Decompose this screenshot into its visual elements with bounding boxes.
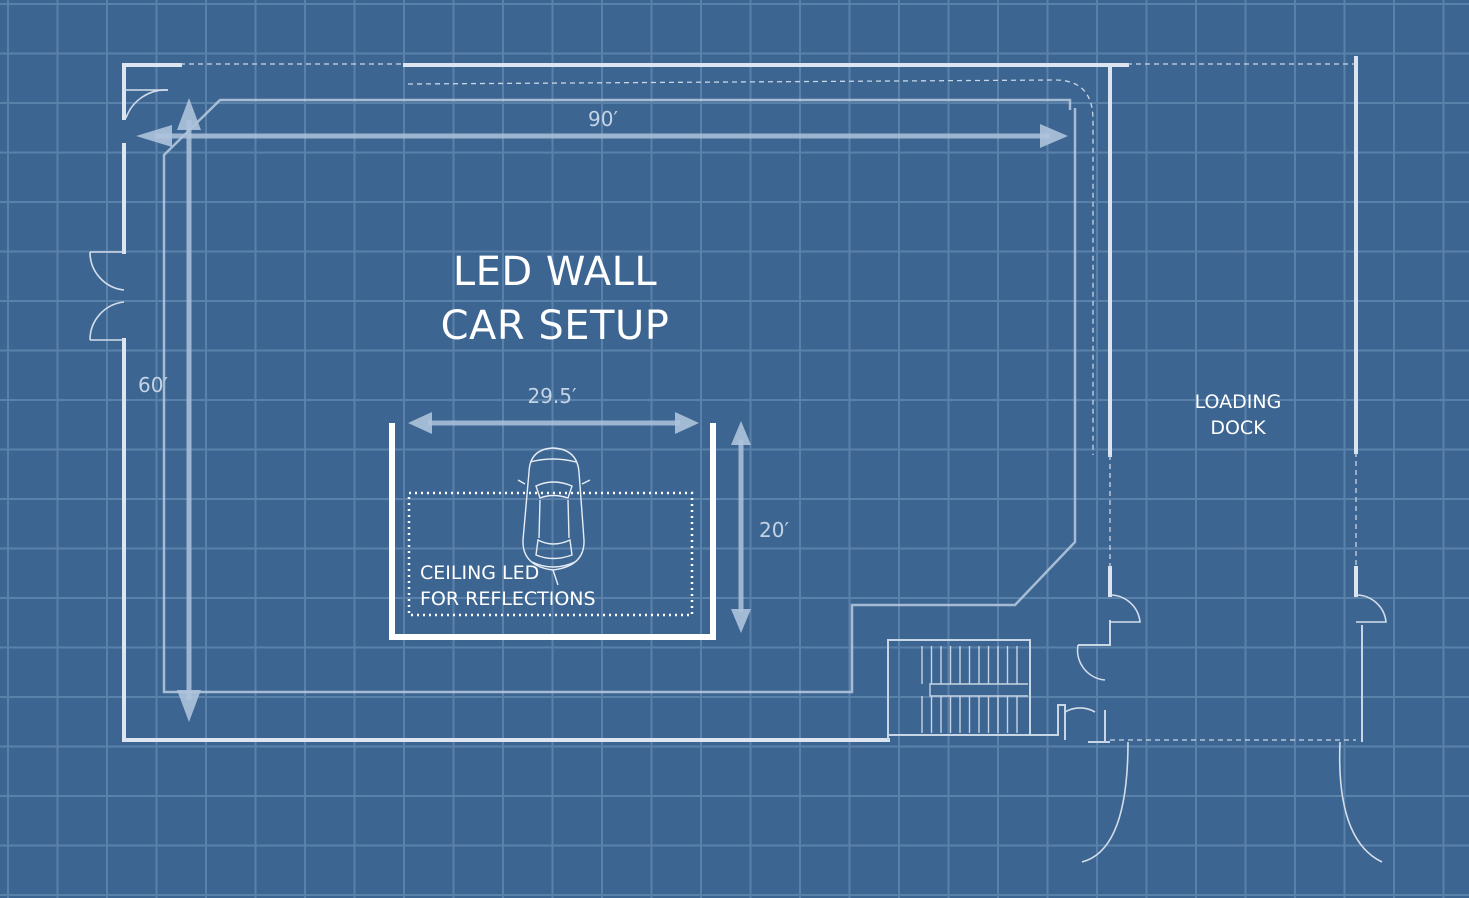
stair-landing (929, 683, 1028, 697)
dashed-guides (180, 63, 1357, 741)
dock-label-line-2: DOCK (1210, 417, 1266, 439)
led-width-label: 29.5′ (527, 384, 577, 408)
led-wall (389, 423, 716, 640)
dock-label-line-1: LOADING (1195, 391, 1282, 413)
dimension-height-label: 60′ (138, 373, 168, 397)
ceiling-led-area (407, 491, 694, 617)
doors (89, 89, 1387, 863)
title-line-2: CAR SETUP (441, 303, 670, 349)
title-line-1: LED WALL (453, 249, 658, 295)
dimension-lines (136, 98, 1068, 722)
led-depth-label: 20′ (759, 518, 789, 542)
car-icon (517, 447, 591, 586)
stairs (921, 646, 1028, 733)
ceiling-label-line-2: FOR REFLECTIONS (420, 588, 596, 610)
vehicle-path (162, 98, 1077, 694)
studio-walls (122, 56, 1363, 743)
ceiling-label-line-1: CEILING LED (420, 562, 539, 584)
dimension-width-label: 90′ (588, 107, 618, 131)
